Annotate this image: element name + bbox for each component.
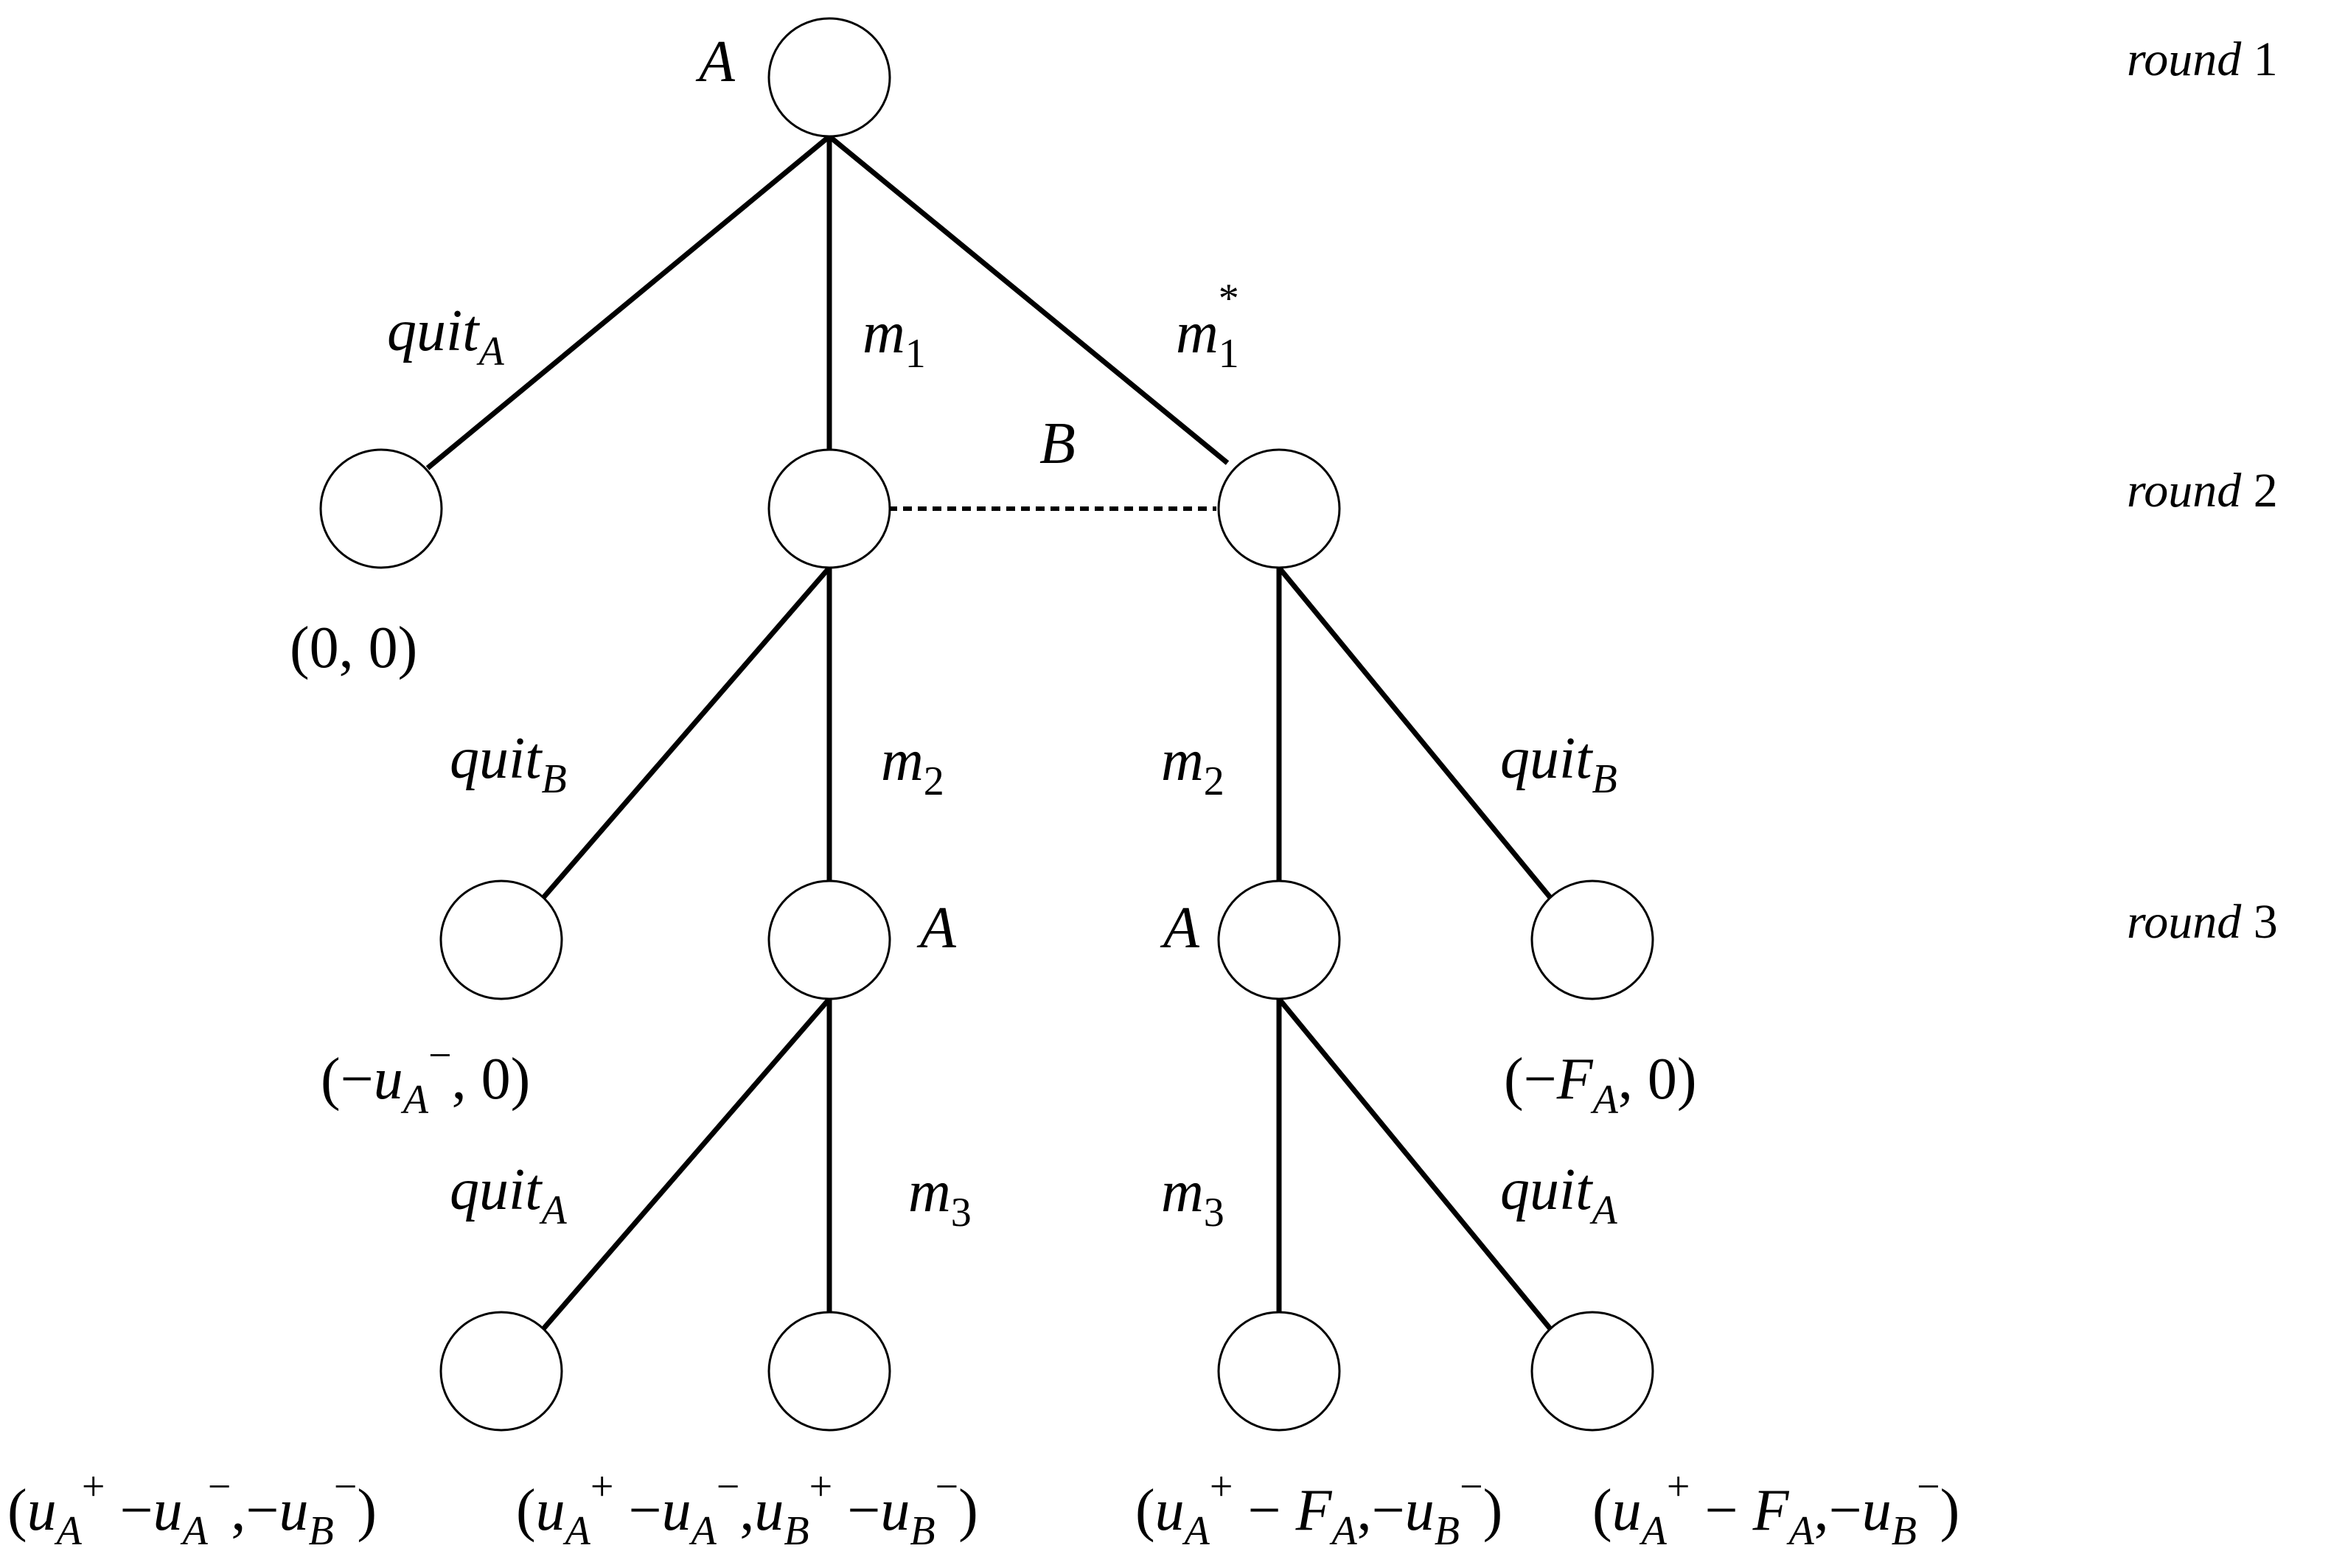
action-quitB-right: quitB xyxy=(1500,726,1617,802)
action-quitB-left: quitB xyxy=(450,726,567,802)
round-label-2: round 2 xyxy=(2127,464,2278,518)
action-labels: quitA m1 m1* quitB m2 m2 quitB quitA m3 … xyxy=(387,276,1617,1236)
node-terminal-quitA xyxy=(319,448,443,569)
payoff-terminal-4: (uA+ − FA,−uB−) xyxy=(1592,1464,1959,1554)
node-A-left xyxy=(767,879,891,1000)
round-label-1: round 1 xyxy=(2127,32,2278,86)
node-root xyxy=(767,17,891,138)
payoff-terminal-2: (uA+ −uA−,uB+ −uB−) xyxy=(516,1464,978,1554)
action-quitA-root: quitA xyxy=(387,299,504,374)
node-B-left xyxy=(767,448,891,569)
node-B-right xyxy=(1217,448,1341,569)
payoff-quitB-left: (−uA−, 0) xyxy=(321,1033,530,1123)
round-label-3: round 3 xyxy=(2127,895,2278,949)
node-terminal-3 xyxy=(1217,1311,1341,1432)
payoff-quitA: (0, 0) xyxy=(290,616,417,680)
node-A-right xyxy=(1217,879,1341,1000)
action-m1: m1 xyxy=(863,301,926,377)
action-quitA-left: quitA xyxy=(450,1157,567,1233)
edges xyxy=(425,134,1554,1333)
node-terminal-quitB-right xyxy=(1530,879,1654,1000)
action-quitA-right: quitA xyxy=(1500,1157,1617,1233)
player-labels: A B A A xyxy=(695,29,1200,961)
node-terminal-1 xyxy=(439,1311,563,1432)
action-m1star: m1* xyxy=(1176,276,1239,377)
edge-b1-quitB xyxy=(540,565,832,902)
node-terminal-4 xyxy=(1530,1311,1654,1432)
node-terminal-quitB-left xyxy=(439,879,563,1000)
edge-root-quitA xyxy=(425,134,832,470)
player-label-A-left: A xyxy=(916,896,957,961)
payoff-quitB-right: (−FA, 0) xyxy=(1504,1047,1697,1123)
payoffs: (0, 0) (−uA−, 0) (−FA, 0) (uA+ −uA−,−uB−… xyxy=(7,616,1959,1554)
payoff-terminal-1: (uA+ −uA−,−uB−) xyxy=(7,1464,377,1554)
action-m3-right: m3 xyxy=(1161,1160,1224,1236)
node-terminal-2 xyxy=(767,1311,891,1432)
player-label-B: B xyxy=(1039,411,1076,476)
payoff-terminal-3: (uA+ − FA,−uB−) xyxy=(1135,1464,1502,1554)
edge-b2-quitB xyxy=(1277,565,1554,902)
action-m3-left: m3 xyxy=(908,1160,972,1236)
player-label-root: A xyxy=(695,29,736,94)
round-labels: round 1 round 2 round 3 xyxy=(2127,32,2278,949)
edge-a1-quitA xyxy=(540,997,832,1333)
player-label-A-right: A xyxy=(1160,896,1200,961)
edge-a2-quitA xyxy=(1277,997,1554,1333)
action-m2-left: m2 xyxy=(881,728,944,804)
edge-root-m1star xyxy=(827,134,1230,465)
action-m2-right: m2 xyxy=(1161,728,1224,804)
nodes xyxy=(319,17,1654,1432)
